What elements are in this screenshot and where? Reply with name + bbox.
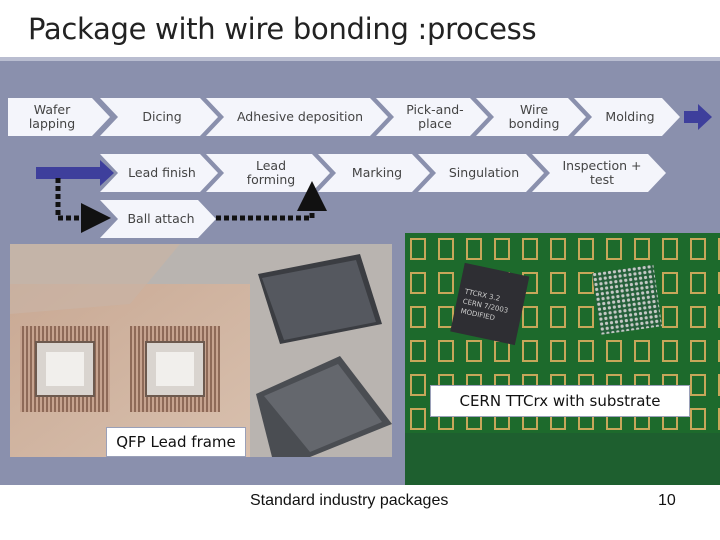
step-label: Pick-and-place: [406, 102, 464, 131]
step-inspection-test: Inspection + test: [532, 154, 666, 192]
step-label: Inspection + test: [562, 158, 642, 187]
step-label: Wire bonding: [508, 102, 560, 131]
step-label: Adhesive deposition: [236, 109, 364, 124]
step-lead-forming: Lead forming: [206, 154, 330, 192]
step-label: Singulation: [448, 165, 520, 180]
step-wafer-lapping: Wafer lapping: [8, 98, 110, 136]
step-label: Wafer lapping: [28, 102, 76, 131]
step-adhesive-deposition: Adhesive deposition: [206, 98, 388, 136]
step-label: Ball attach: [127, 211, 195, 226]
band-highlight: [0, 57, 720, 61]
ttcrx-caption: CERN TTCrx with substrate: [430, 385, 690, 417]
step-label: Lead forming: [246, 158, 296, 187]
step-pick-and-place: Pick-and-place: [376, 98, 488, 136]
step-singulation: Singulation: [418, 154, 544, 192]
step-dicing: Dicing: [100, 98, 218, 136]
step-label: Lead finish: [128, 165, 196, 180]
step-label: Marking: [351, 165, 403, 180]
slide-title: Package with wire bonding :process: [28, 12, 537, 46]
step-lead-finish: Lead finish: [100, 154, 218, 192]
qfp-lead-frame-photo: [10, 244, 392, 457]
qfp-lead-frame-caption: QFP Lead frame: [106, 427, 246, 457]
step-marking: Marking: [318, 154, 430, 192]
step-label: Dicing: [142, 109, 182, 124]
footer-caption: Standard industry packages: [250, 492, 449, 509]
step-molding: Molding: [574, 98, 680, 136]
step-label: Molding: [605, 109, 655, 124]
step-ball-attach: Ball attach: [100, 200, 216, 238]
page-number: 10: [658, 492, 676, 509]
ttcrx-substrate-photo: TTCRX 3.2 CERN 7/2003 MODIFIED: [405, 233, 720, 485]
step-wire-bonding: Wire bonding: [476, 98, 586, 136]
